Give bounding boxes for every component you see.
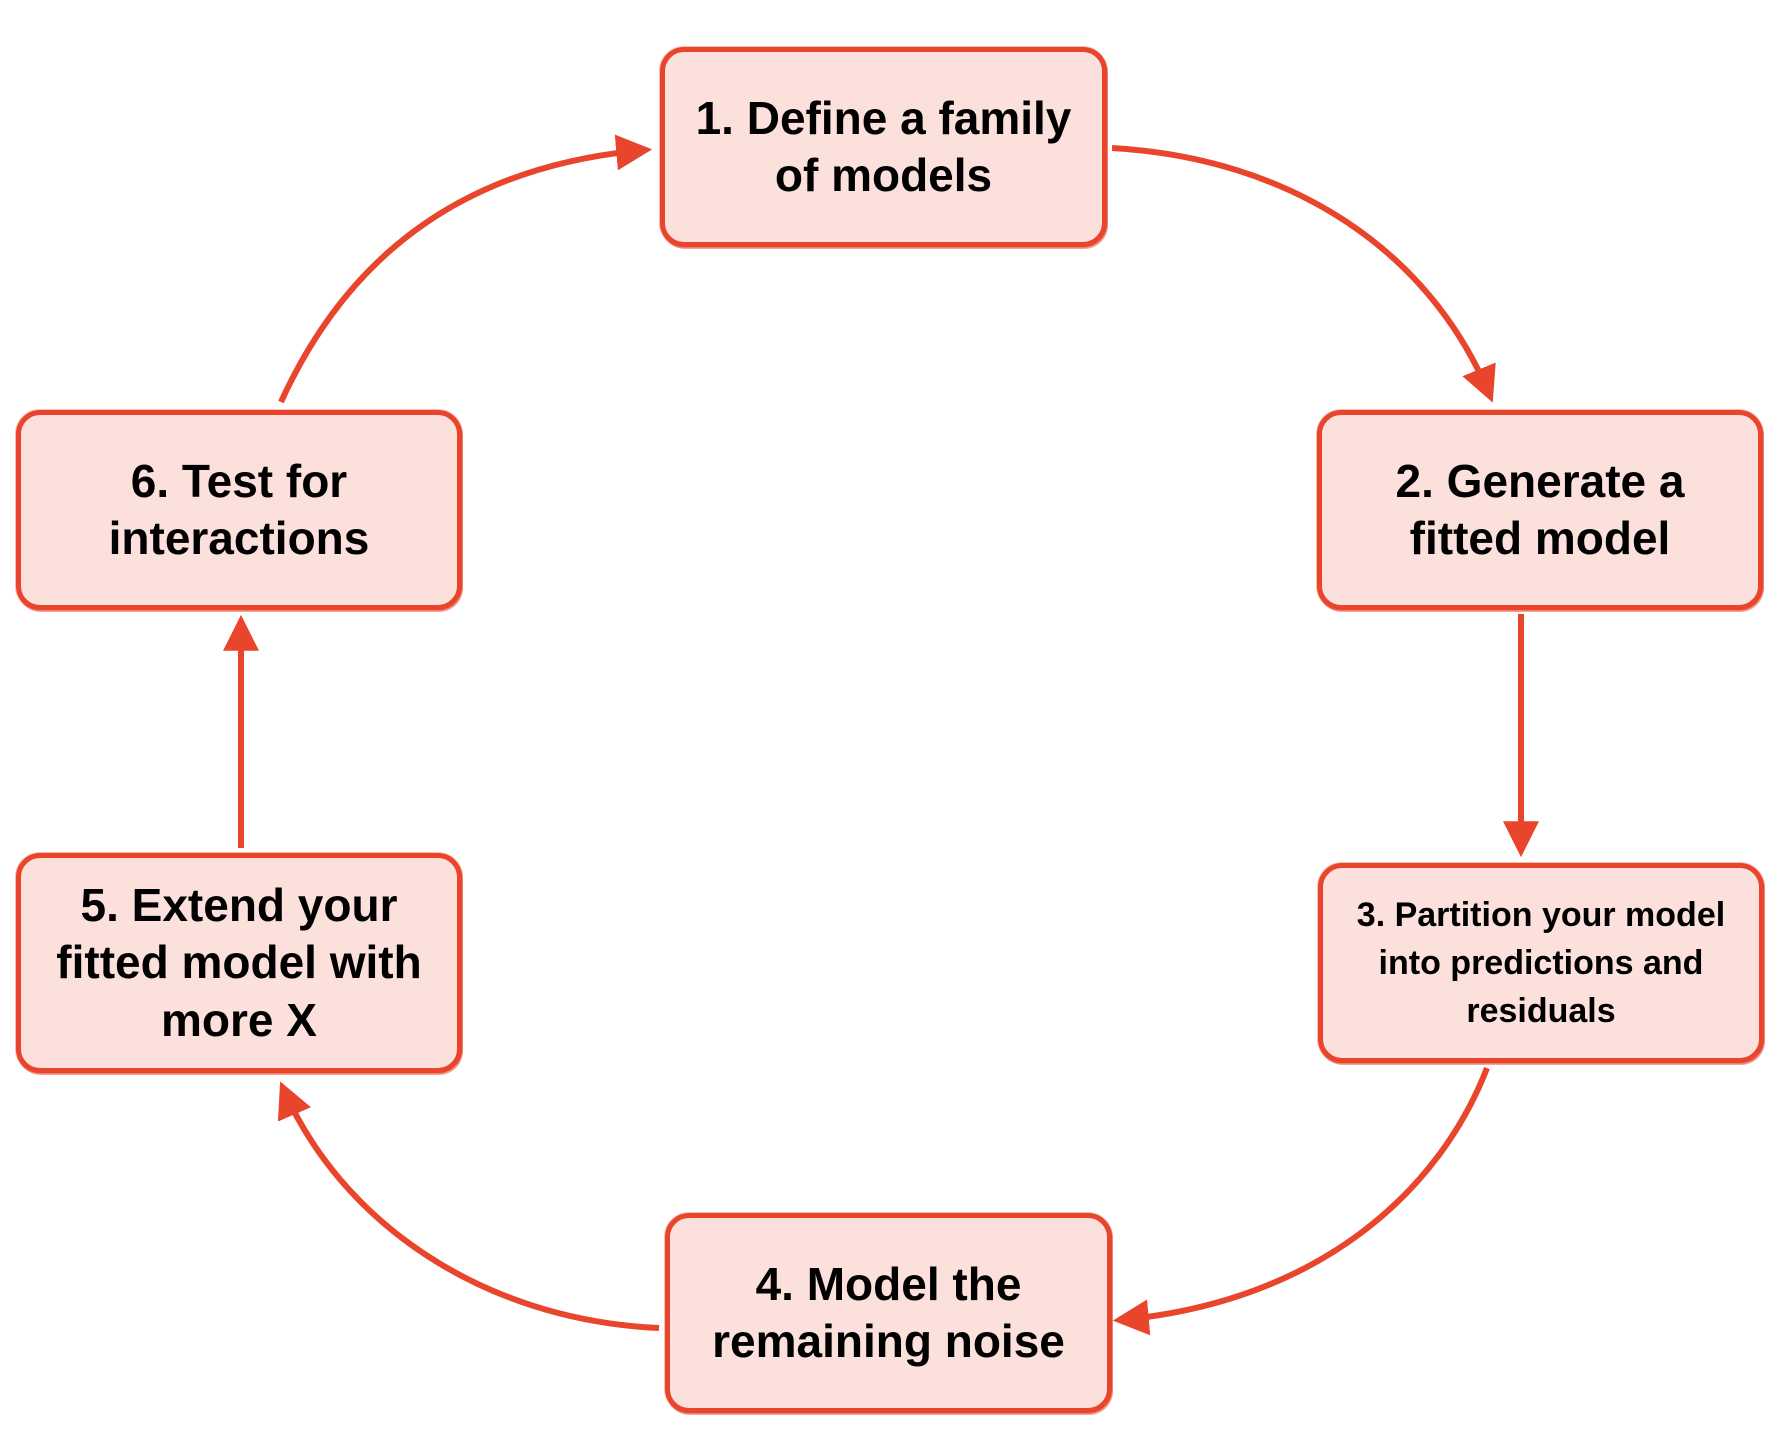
- edge-step-6-to-step-1: [278, 134, 653, 404]
- edge-step-1-to-step-2: [1111, 145, 1496, 403]
- step-1-box: 1. Define a family of models: [660, 47, 1107, 247]
- step-5-box: 5. Extend your fitted model with more X: [16, 853, 462, 1073]
- step-4-box: 4. Model the remaining noise: [665, 1213, 1112, 1413]
- step-3-label: 3. Partition your model into predictions…: [1356, 895, 1726, 1031]
- edge-step-4-to-step-5: [277, 1081, 660, 1331]
- edge-step-3-to-step-4: [1112, 1066, 1490, 1336]
- step-3-box: 3. Partition your model into predictions…: [1318, 863, 1764, 1063]
- step-6-label: 6. Test for interactions: [108, 454, 370, 565]
- step-6-box: 6. Test for interactions: [16, 410, 462, 610]
- step-1-label: 1. Define a family of models: [695, 91, 1072, 202]
- step-4-label: 4. Model the remaining noise: [712, 1257, 1065, 1368]
- step-5-label: 5. Extend your fitted model with more X: [56, 878, 422, 1046]
- step-2-label: 2. Generate a fitted model: [1395, 454, 1685, 565]
- step-2-box: 2. Generate a fitted model: [1317, 410, 1763, 610]
